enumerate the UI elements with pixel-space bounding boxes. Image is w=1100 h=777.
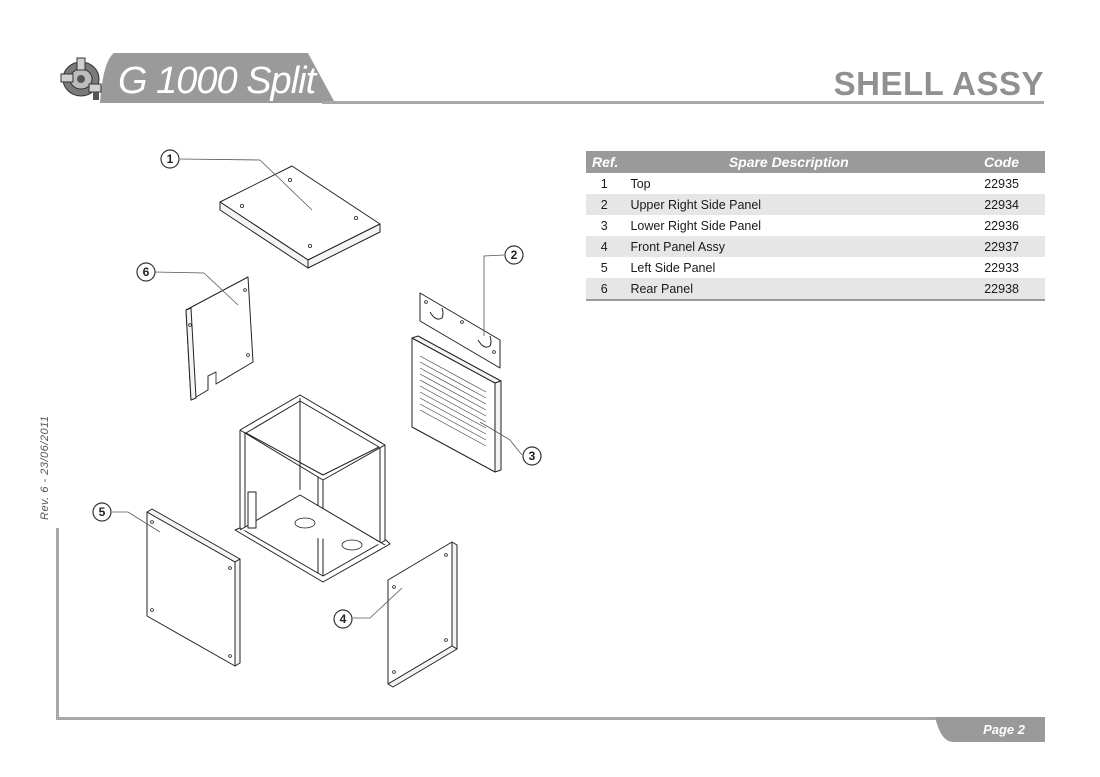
part-top — [219, 165, 381, 269]
row-ref: 6 — [586, 278, 625, 301]
table-row: 5 Left Side Panel 22933 — [586, 257, 1045, 278]
svg-text:6: 6 — [143, 265, 150, 279]
table-row: 1 Top 22935 — [586, 173, 1045, 194]
model-banner — [100, 53, 335, 103]
part-lower-right-side-panel — [411, 335, 502, 473]
svg-text:5: 5 — [99, 505, 106, 519]
revision-label: Rev. 6 - 23/06/2011 — [39, 415, 51, 521]
table-row: 2 Upper Right Side Panel 22934 — [586, 194, 1045, 215]
row-ref: 3 — [600, 218, 608, 233]
page-number: Page 2 — [983, 722, 1025, 737]
cabinet-frame — [234, 394, 391, 583]
row-ref: 4 — [586, 236, 625, 257]
row-ref: 2 — [586, 194, 625, 215]
row-description: Rear Panel — [624, 278, 953, 301]
callout-3: 3 — [522, 446, 542, 466]
row-description: Lower Right Side Panel — [630, 218, 762, 233]
part-left-side-panel — [146, 508, 241, 667]
row-ref: 5 — [600, 260, 608, 275]
table-row: 6 Rear Panel 22938 — [586, 278, 1045, 301]
row-description: Front Panel Assy — [624, 236, 953, 257]
table-row: 4 Front Panel Assy 22937 — [586, 236, 1045, 257]
model-title: G 1000 Split — [118, 60, 316, 102]
header-description: Spare Description — [624, 151, 953, 173]
row-description: Upper Right Side Panel — [624, 194, 953, 215]
page-tab — [935, 717, 1045, 742]
table-header-row: Ref. Spare Description Code — [586, 151, 1045, 173]
exploded-diagram: 1 2 3 4 5 6 — [92, 149, 542, 688]
part-upper-right-side-panel — [419, 292, 501, 369]
callout-1: 1 — [160, 149, 180, 169]
svg-text:3: 3 — [529, 449, 536, 463]
callout-5: 5 — [92, 502, 112, 522]
row-ref: 1 — [600, 176, 608, 191]
row-code: 22934 — [953, 194, 1045, 215]
header-code: Code — [953, 151, 1045, 173]
row-description: Left Side Panel — [630, 260, 716, 275]
row-code: 22937 — [953, 236, 1045, 257]
callout-2: 2 — [504, 245, 524, 265]
spray-gun-icon — [60, 57, 102, 100]
parts-table: Ref. Spare Description Code 1 Top 22935 … — [586, 151, 1045, 301]
svg-text:4: 4 — [340, 612, 347, 626]
callout-6: 6 — [136, 262, 156, 282]
ventilation-grille — [419, 355, 487, 447]
row-description: Top — [630, 176, 651, 191]
svg-text:1: 1 — [167, 152, 174, 166]
row-code: 22935 — [984, 176, 1019, 191]
left-border-rule — [56, 528, 59, 720]
table-row: 3 Lower Right Side Panel 22936 — [586, 215, 1045, 236]
header-rule — [322, 101, 1044, 104]
row-code: 22936 — [984, 218, 1019, 233]
part-front-panel-assy — [387, 541, 458, 688]
row-code: 22938 — [953, 278, 1045, 301]
bottom-border-rule — [56, 717, 936, 720]
section-title: SHELL ASSY — [833, 65, 1044, 102]
callout-4: 4 — [333, 609, 353, 629]
header-ref: Ref. — [586, 151, 625, 173]
svg-text:2: 2 — [511, 248, 518, 262]
row-code: 22933 — [984, 260, 1019, 275]
part-rear-panel — [185, 276, 254, 401]
